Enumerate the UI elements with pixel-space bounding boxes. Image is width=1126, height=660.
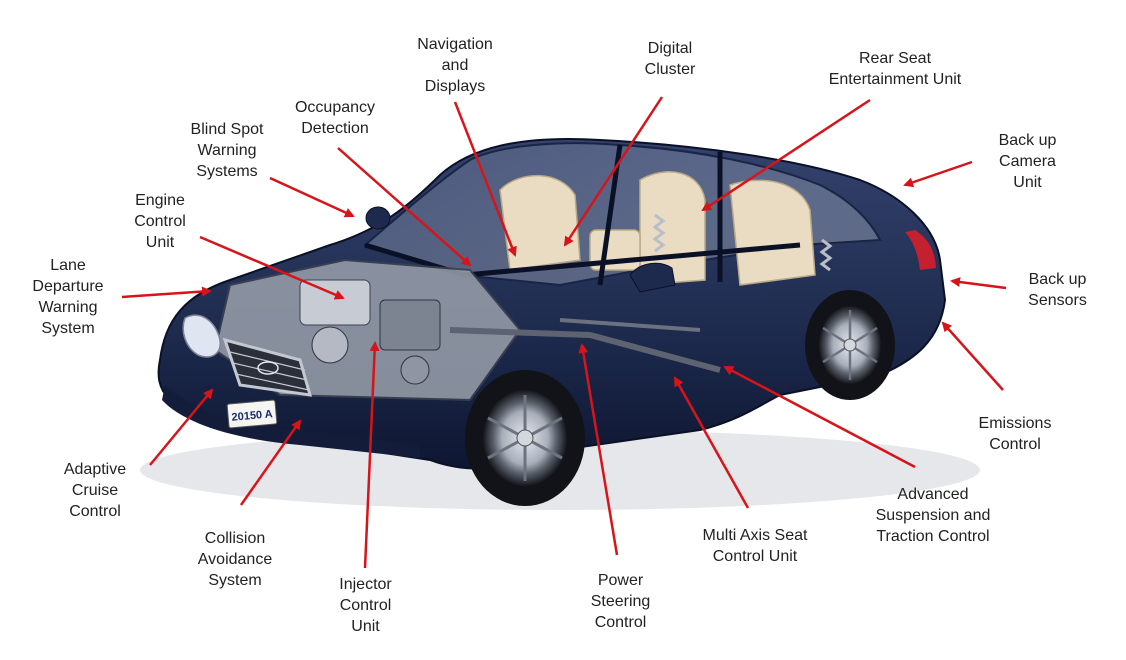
label-occupancy-detection: Occupancy Detection: [294, 99, 376, 137]
label-lane-departure: Lane Departure Warning System: [32, 257, 104, 337]
arrow-engine-control: [199, 235, 345, 300]
front-bumper: [162, 385, 420, 458]
label-collision-avoidance: Collision Avoidance System: [197, 530, 273, 589]
arrow-injector: [363, 341, 380, 569]
license-plate-text: 20150 A: [231, 408, 273, 424]
label-emissions-control: Emissions Control: [978, 415, 1052, 453]
arrow-blind-spot: [269, 176, 355, 218]
arrow-advanced-suspension: [723, 365, 916, 469]
tail-light: [905, 230, 936, 270]
grille: [222, 337, 313, 397]
arrow-lane-departure: [121, 286, 212, 299]
label-blind-spot: Blind Spot Warning Systems: [190, 121, 264, 180]
license-plate: 20150 A: [226, 399, 278, 429]
front-wheel: [465, 370, 585, 506]
callout-arrows: [121, 96, 1007, 569]
rear-wheel: [805, 290, 895, 400]
arrow-adaptive-cruise: [149, 388, 214, 466]
label-multi-axis-seat: Multi Axis Seat Control Unit: [702, 527, 808, 565]
label-backup-camera: Back up Camera Unit: [998, 132, 1057, 191]
arrow-occupancy: [337, 147, 472, 267]
label-advanced-suspension: Advanced Suspension and Traction Control: [875, 486, 991, 545]
label-navigation-displays: Navigation and Displays: [417, 36, 493, 95]
headlight: [182, 314, 221, 358]
suspension: [652, 213, 833, 272]
label-digital-cluster: Digital Cluster: [644, 40, 696, 78]
arrow-digital-cluster: [563, 96, 664, 247]
label-engine-control: Engine Control Unit: [134, 192, 186, 251]
label-power-steering: Power Steering Control: [590, 572, 651, 631]
arrow-backup-camera: [903, 160, 973, 188]
arrow-multi-axis: [673, 376, 750, 509]
arrow-navigation: [453, 101, 517, 257]
arrow-rear-seat: [701, 98, 871, 212]
left-mirror: [365, 206, 391, 230]
label-adaptive-cruise: Adaptive Cruise Control: [63, 461, 127, 520]
right-mirror: [629, 262, 676, 293]
label-rear-seat-entertainment: Rear Seat Entertainment Unit: [828, 50, 962, 88]
label-backup-sensors: Back up Sensors: [1028, 271, 1087, 309]
arrow-backup-sensors: [950, 277, 1007, 290]
arrow-power-steering: [578, 343, 619, 556]
arrow-collision: [239, 419, 302, 506]
label-injector-control: Injector Control Unit: [339, 576, 392, 635]
arrow-emissions: [941, 321, 1004, 391]
